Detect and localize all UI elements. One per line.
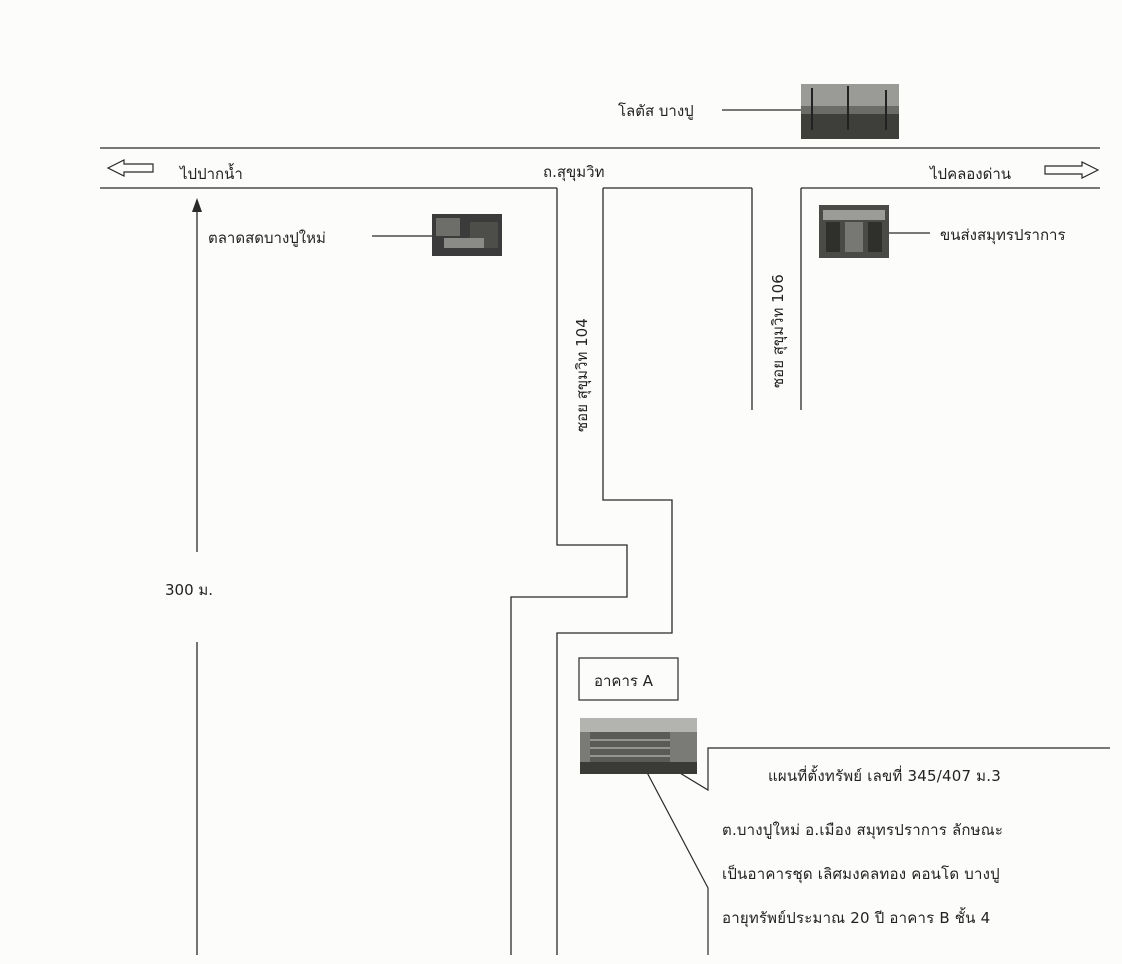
- building-a-label: อาคาร A: [594, 672, 653, 690]
- soi-104-left-edge: [510, 188, 628, 955]
- transport-photo: [819, 205, 889, 258]
- direction-right-label: ไปคลองด่าน: [930, 165, 1012, 183]
- lotus-label: โลตัส บางปู: [618, 102, 694, 120]
- soi-104-label: ซอย สุขุมวิท 104: [573, 318, 591, 432]
- building-a-box: [578, 657, 679, 701]
- description-line-2: ต.บางปูใหม่ อ.เมือง สมุทรปราการ ลักษณะ: [722, 821, 1004, 839]
- direction-left-label: ไปปากน้ำ: [180, 165, 243, 183]
- arrow-left-icon: [106, 159, 154, 177]
- sukhumvit-road-label: ถ.สุขุมวิท: [543, 163, 605, 181]
- transport-label: ขนส่งสมุทรปราการ: [940, 226, 1066, 244]
- description-line-4: อายุทรัพย์ประมาณ 20 ปี อาคาร B ชั้น 4: [722, 909, 991, 927]
- distance-label: 300 ม.: [165, 581, 214, 599]
- building-photo: [580, 718, 697, 774]
- soi-106-label: ซอย สุขุมวิท 106: [769, 274, 787, 388]
- soi-104-right-edge: [556, 188, 673, 955]
- description-line-1: แผนที่ตั้งทรัพย์ เลขที่ 345/407 ม.3: [768, 767, 1001, 785]
- arrow-right-icon: [1044, 161, 1100, 179]
- market-label: ตลาดสดบางปูใหม่: [208, 229, 326, 247]
- arrow-up-icon: [192, 198, 202, 552]
- description-line-3: เป็นอาคารชุด เลิศมงคลทอง คอนโด บางปู: [722, 865, 1000, 883]
- market-photo: [432, 214, 502, 256]
- lotus-photo: [801, 84, 899, 139]
